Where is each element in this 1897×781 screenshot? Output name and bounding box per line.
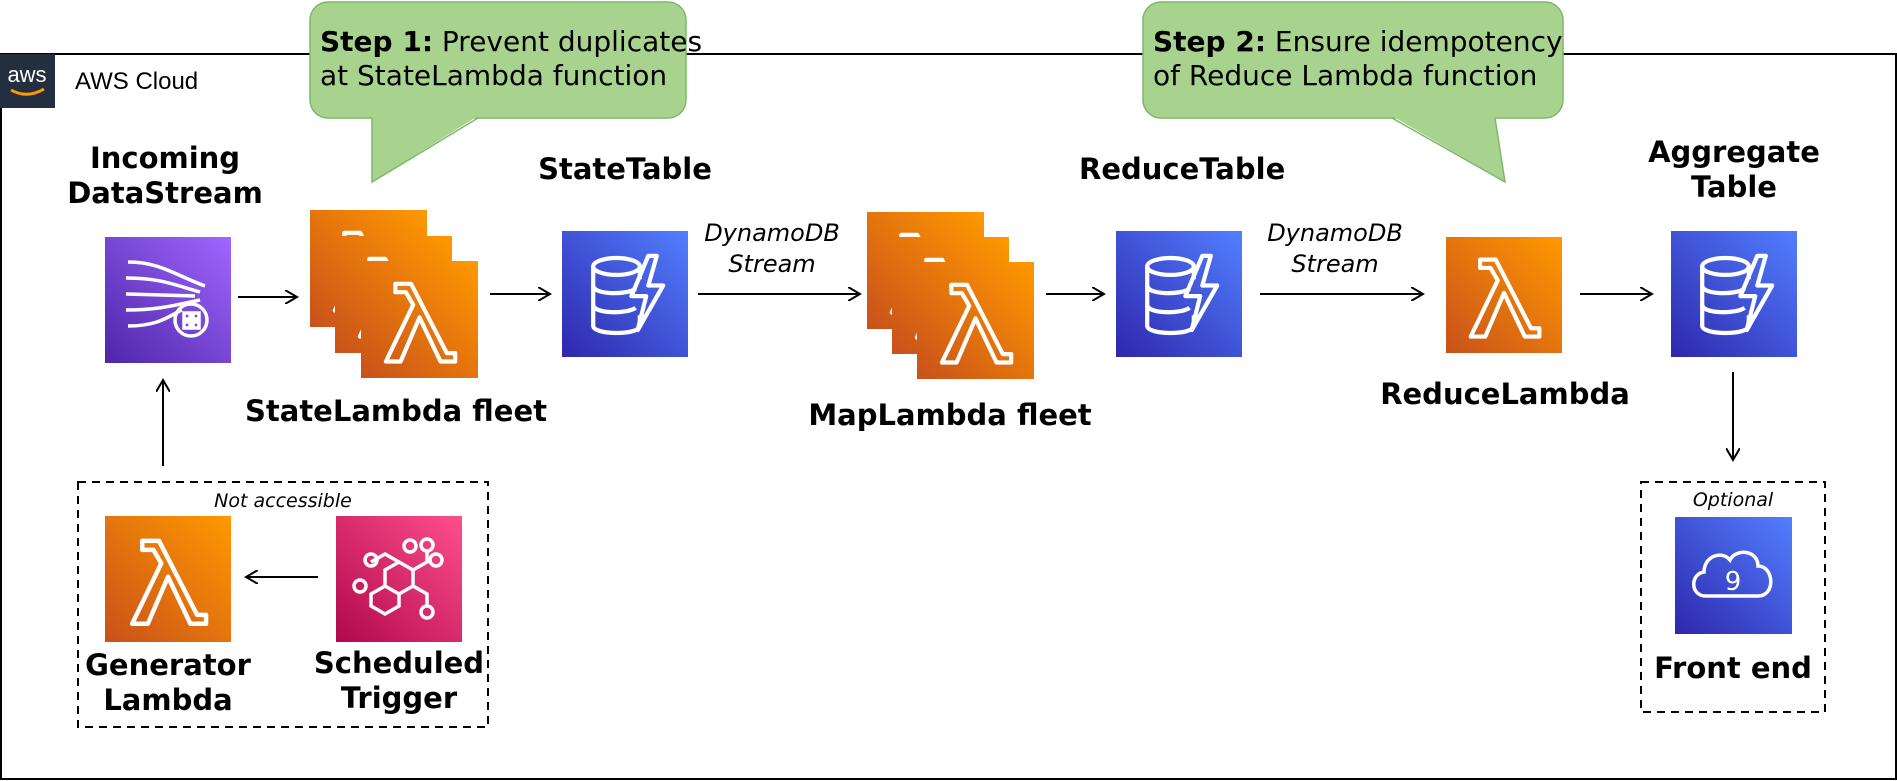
callout-1-step: Step 1: — [320, 25, 434, 58]
callout-step-1 — [309, 1, 687, 184]
optional-group — [1640, 481, 1826, 713]
statetable-label: StateTable — [538, 152, 712, 186]
cloud9-icon: 9 — [1675, 517, 1792, 634]
aggregate-table-label: Aggregate Table — [1648, 135, 1820, 204]
optional-label: Optional — [1692, 489, 1774, 511]
state-lambda-fleet-icon — [310, 210, 478, 378]
generator-lambda-label: Generator Lambda — [85, 648, 251, 717]
svg-text:9: 9 — [1725, 567, 1742, 597]
generator-lambda-icon — [105, 516, 231, 642]
reducelambda-label: ReduceLambda — [1380, 377, 1630, 411]
statelambda-fleet-label: StateLambda fleet — [245, 394, 547, 428]
aws-logo-icon: aws — [0, 54, 55, 108]
callout-2-line1: Ensure idempotency — [1266, 25, 1563, 58]
callout-1-line2: at StateLambda function — [320, 59, 668, 92]
callout-step-2 — [1142, 1, 1564, 184]
reduce-lambda-icon — [1446, 237, 1562, 353]
dynamodb-stream-label-1: DynamoDB Stream — [704, 219, 840, 278]
eventbridge-icon — [336, 516, 462, 642]
state-table-dynamodb-icon — [562, 231, 688, 357]
aws-cloud-label: AWS Cloud — [75, 68, 199, 95]
callout-1-line1: Prevent duplicates — [433, 25, 703, 58]
callout-2-line2: of Reduce Lambda function — [1153, 59, 1538, 92]
frontend-label: Front end — [1654, 651, 1812, 685]
maplambda-fleet-label: MapLambda fleet — [808, 398, 1092, 432]
reduce-table-dynamodb-icon — [1116, 231, 1242, 357]
aws-cloud-group-border — [0, 53, 1897, 780]
incoming-datastream-label: Incoming DataStream — [67, 141, 263, 210]
callout-1-text: Step 1: Prevent duplicates at StateLambd… — [320, 25, 702, 93]
callout-2-step: Step 2: — [1153, 25, 1267, 58]
aggregate-table-dynamodb-icon — [1671, 231, 1797, 357]
scheduled-trigger-label: Scheduled Trigger — [313, 646, 485, 715]
reducetable-label: ReduceTable — [1079, 152, 1286, 186]
not-accessible-label: Not accessible — [214, 490, 352, 512]
svg-text:aws: aws — [7, 62, 46, 87]
kinesis-data-streams-icon — [105, 237, 231, 363]
dynamodb-stream-label-2: DynamoDB Stream — [1267, 219, 1403, 278]
not-accessible-group — [77, 481, 489, 728]
callout-2-text: Step 2: Ensure idempotency of Reduce Lam… — [1153, 25, 1563, 93]
map-lambda-fleet-icon — [867, 212, 1034, 379]
